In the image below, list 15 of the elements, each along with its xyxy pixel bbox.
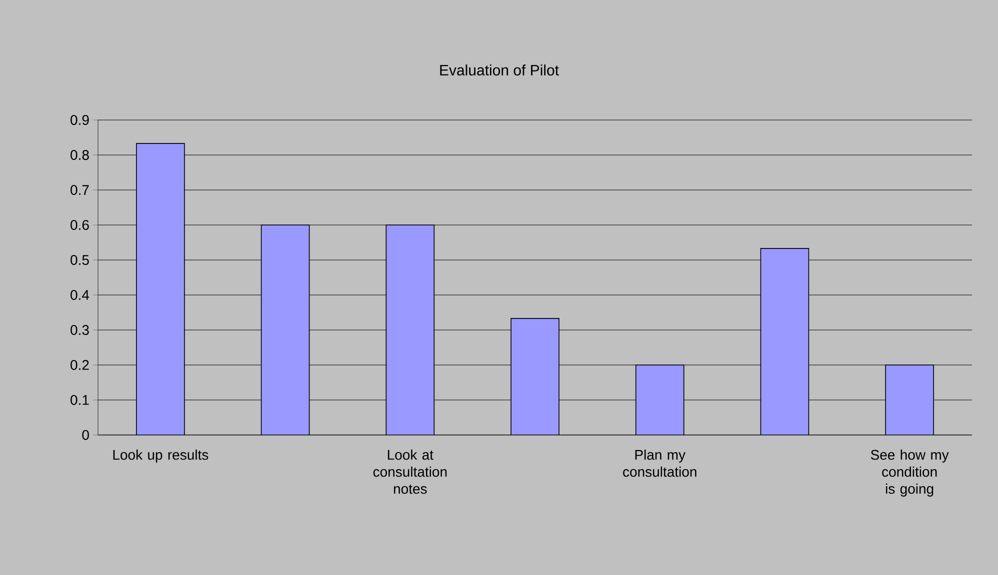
y-tick-label: 0.8	[70, 150, 89, 160]
x-tick-label: See how my condition is going	[870, 450, 949, 497]
y-tick-label: 0.1	[70, 395, 89, 405]
y-tick-label: 0	[82, 430, 89, 440]
chart-title: Evaluation of Pilot	[440, 64, 559, 76]
x-tick-label: Look up results	[113, 450, 208, 463]
y-tick-label: 0.4	[70, 290, 90, 300]
y-tick-label: 0.9	[70, 115, 89, 125]
x-tick-label: Plan my consultation	[623, 450, 696, 477]
y-tick-label: 0.2	[70, 360, 89, 370]
y-tick-label: 0.7	[70, 185, 89, 195]
x-tick-label: Look at consultation notes	[373, 450, 447, 494]
y-tick-label: 0.6	[70, 220, 89, 230]
y-tick-label: 0.5	[70, 255, 89, 265]
y-tick-label: 0.3	[70, 325, 89, 335]
